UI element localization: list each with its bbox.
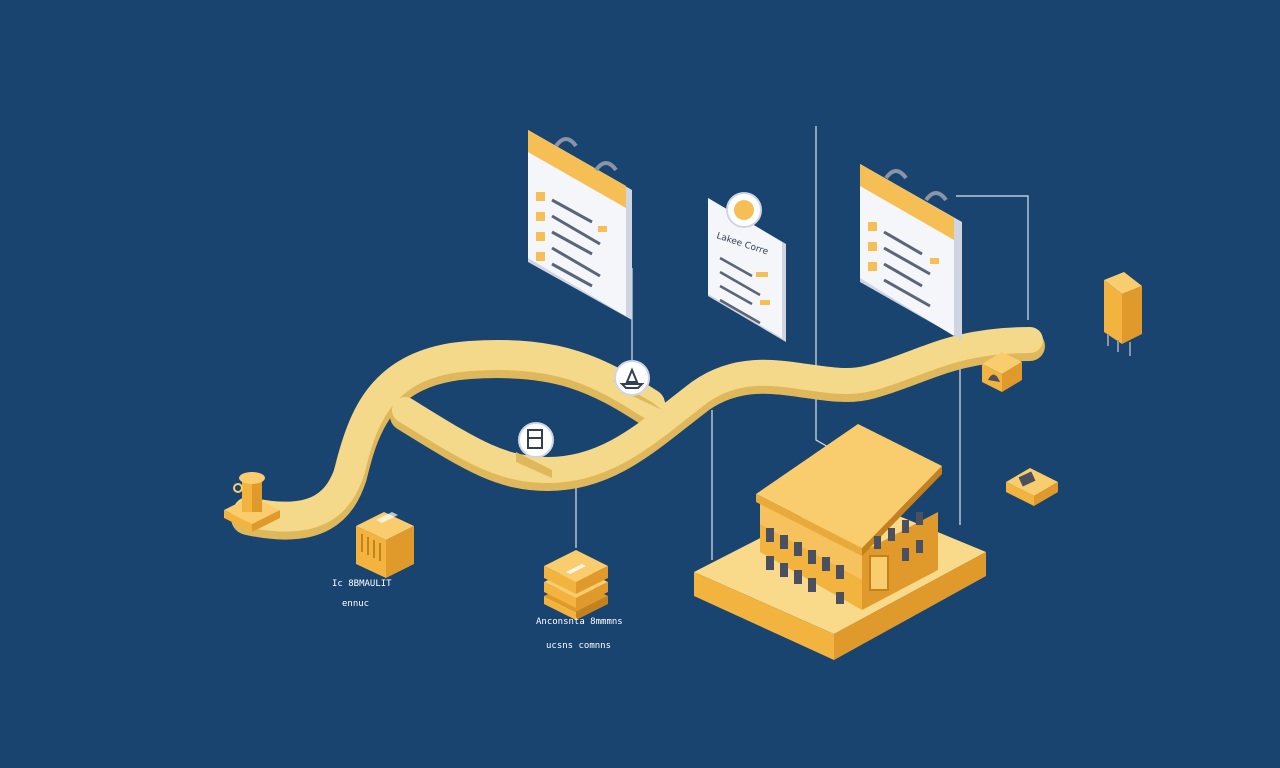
center-box-caption-2: ucsns comnns (546, 641, 611, 651)
crate-left (356, 512, 414, 578)
stacked-boxes (544, 550, 608, 620)
start-post (224, 472, 280, 532)
standing-sign (1104, 272, 1142, 356)
pin-document (516, 422, 554, 478)
coin-icon (734, 200, 754, 220)
left-box-caption-1: Ic 8BMAULIT (332, 579, 392, 589)
checklist-card-middle: Lakee Corre (708, 192, 786, 342)
building-door (869, 555, 889, 591)
warehouse-building (694, 424, 986, 660)
left-box-caption-2: ennuc (342, 599, 369, 609)
bin-small (982, 352, 1022, 392)
pin-ship (612, 360, 662, 410)
center-box-caption-1: Anconsnta 8mmmns (536, 617, 623, 627)
ship-icon (619, 367, 645, 389)
tag-crate (1006, 468, 1058, 506)
checklist-card-right (860, 164, 962, 340)
winding-road (231, 327, 1045, 540)
checklist-card-left (528, 130, 632, 320)
